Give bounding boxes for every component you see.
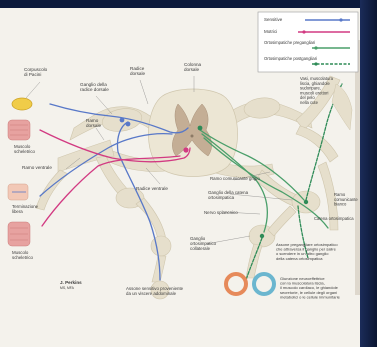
artist-signature: J. Perkins MS, MFA xyxy=(60,280,83,290)
legend-label-postgang: Ortosimpatiche postgangliari xyxy=(264,56,317,61)
label-sympathetic-chain: Catena ortosimpatica xyxy=(314,216,354,221)
label-chain-ganglion: Ganglio della catena ortosimpatica xyxy=(208,190,249,200)
effector-ring-orange xyxy=(226,274,246,294)
spinal-cord xyxy=(148,89,237,177)
pregang-neuron-body xyxy=(198,126,203,131)
label-white-ramus: Ramo comunicante bianco xyxy=(334,192,359,207)
label-splanchnic: Nervo splancnico xyxy=(204,210,238,215)
left-lower-branch xyxy=(36,170,68,210)
motor-neuron-body xyxy=(183,147,188,152)
free-nerve-ending xyxy=(8,184,28,200)
right-splanchnic-nerve xyxy=(268,206,296,236)
label-free-ending: Terminazione libera xyxy=(12,204,39,214)
central-canal xyxy=(191,135,194,138)
left-splanchnic-nerve xyxy=(136,198,166,240)
collateral-ganglion-neuron xyxy=(260,234,264,238)
lower-skeletal-muscle xyxy=(8,222,30,246)
sensory-neuron-body-2 xyxy=(126,122,131,127)
label-upper-muscle: Muscolo scheletrico xyxy=(14,144,36,154)
label-collateral-ganglion: Ganglio ortosimpatico collaterale xyxy=(190,236,217,251)
label-dorsal-column: Colonna dorsale xyxy=(184,62,202,72)
legend-label-motor: Motrici xyxy=(264,29,277,34)
label-dorsal-root-ganglion: Ganglio della radice dorsale xyxy=(80,82,109,92)
label-lower-muscle: Muscolo scheletrico xyxy=(12,250,34,260)
effector-ring-cyan xyxy=(254,274,274,294)
label-ventral-root: Radice ventrale xyxy=(136,186,168,191)
legend-dot-postgang xyxy=(314,62,317,65)
pacinian-corpuscle xyxy=(12,98,32,110)
label-ventral-ramus: Ramo ventrale xyxy=(22,165,52,170)
legend-dot-motor xyxy=(302,30,305,33)
label-pacini: Corpuscolo di Pacini xyxy=(24,67,49,77)
label-pregang-axon: Assone pregangliare ortosimpatico che at… xyxy=(276,242,339,261)
label-dorsal-ramus: Ramo dorsale xyxy=(86,118,102,128)
legend-label-pregang: Ortosimpatiche pregangliari xyxy=(264,40,315,45)
label-skin-vessels: Vasi, muscolatura liscia, ghiandole sudo… xyxy=(300,76,334,105)
label-visceral-sensory-axon: Assone sensitivo proveniente da un visce… xyxy=(126,286,184,296)
legend-dot-sensory xyxy=(339,18,342,21)
legend-dot-pregang xyxy=(314,46,317,49)
right-skin-target xyxy=(332,84,352,130)
left-collateral-ganglion xyxy=(151,236,171,256)
legend: Sensitive Motrici Ortosimpatiche pregang… xyxy=(258,12,358,72)
label-gray-ramus: Ramo comunicante grigio xyxy=(210,176,260,181)
chain-ganglion-neuron xyxy=(304,200,308,204)
label-neuroeffector: Giunzione neuroeffettrice con la muscola… xyxy=(280,276,341,299)
legend-label-sensory: Sensitive xyxy=(264,17,283,22)
right-gray-ramus xyxy=(296,126,338,162)
sensory-neuron-body-1 xyxy=(120,118,125,123)
upper-skeletal-muscle xyxy=(8,120,30,140)
label-dorsal-root: Radice dorsale xyxy=(130,66,146,76)
